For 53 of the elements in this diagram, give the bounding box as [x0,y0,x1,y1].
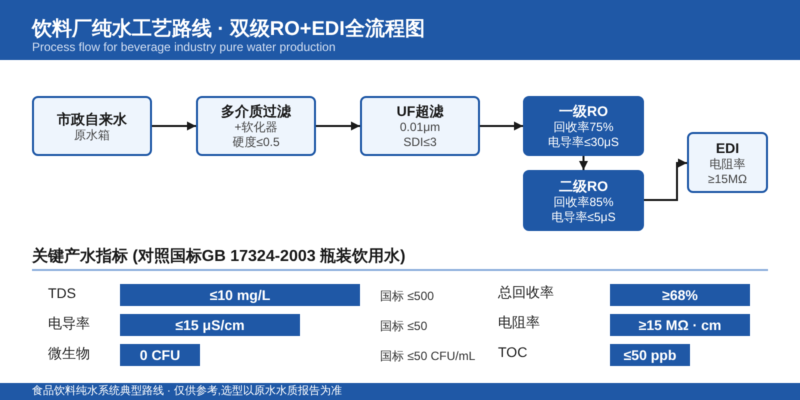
process-box [523,170,644,231]
node-text: ≥15MΩ [708,172,747,186]
node-text: 硬度≤0.5 [232,135,280,150]
subtitle: Process flow for beverage industry pure water production [32,40,336,55]
node-text: 原水箱 [74,128,110,142]
section-heading: 关键产水指标 (对照国标GB 17324-2003 瓶装饮用水) [32,247,406,267]
node-title: 市政自来水 [57,110,127,128]
arrow [152,122,196,130]
row-label: TDS [48,284,76,302]
row-label: 电阻率 [498,313,540,331]
value-bar [120,314,300,336]
bar-value: ≤15 μS/cm [175,316,245,334]
arrow [316,122,360,130]
node-text: 回收率75% [553,120,614,135]
value-bar [610,314,750,336]
node-text: 电导率≤5μS [551,210,616,224]
row-label: 总回收率 [498,283,554,301]
node-text: 电导率≤30μS [548,135,619,150]
process-box [523,96,644,156]
node-title: EDI [716,138,740,156]
process-box [196,96,316,156]
bar-value: ≥68% [662,286,698,304]
value-bar [120,344,200,366]
row-label: 电导率 [48,314,90,332]
bar-value: 0 CFU [140,346,180,364]
standard-note: 国标 ≤50 CFU/mL [380,348,476,364]
node-text: 回收率85% [553,194,614,210]
bar-value: ≤50 ppb [624,346,676,364]
process-box [32,96,152,156]
process-box [360,96,480,156]
footer-note: 食品饮料纯水系统典型路线 · 仅供参考,选型以原水水质报告为准 [32,384,342,399]
row-label: 微生物 [48,344,90,362]
title: 饮料厂纯水工艺路线 · 双级RO+EDI全流程图 [32,17,425,41]
bar-value: ≤10 mg/L [210,286,270,304]
value-bar [610,284,750,306]
node-text: 电阻率 [710,156,746,172]
arrow [579,156,588,170]
node-title: 多介质过滤 [221,102,291,120]
standard-note: 国标 ≤500 [380,288,434,304]
bar-value: ≥15 MΩ · cm [638,316,722,334]
process-box [687,132,768,193]
node-title: UF超滤 [396,102,444,120]
node-title: 一级RO [559,102,608,120]
row-label: TOC [498,343,528,361]
value-bar [120,284,360,306]
arrow [644,158,687,201]
node-text: 0.01μm [400,120,440,135]
node-title: 二级RO [559,176,608,194]
node-text: SDI≤3 [403,135,437,150]
node-text: +软化器 [234,120,278,135]
arrow [480,122,523,130]
standard-note: 国标 ≤50 [380,318,428,334]
value-bar [610,344,690,366]
